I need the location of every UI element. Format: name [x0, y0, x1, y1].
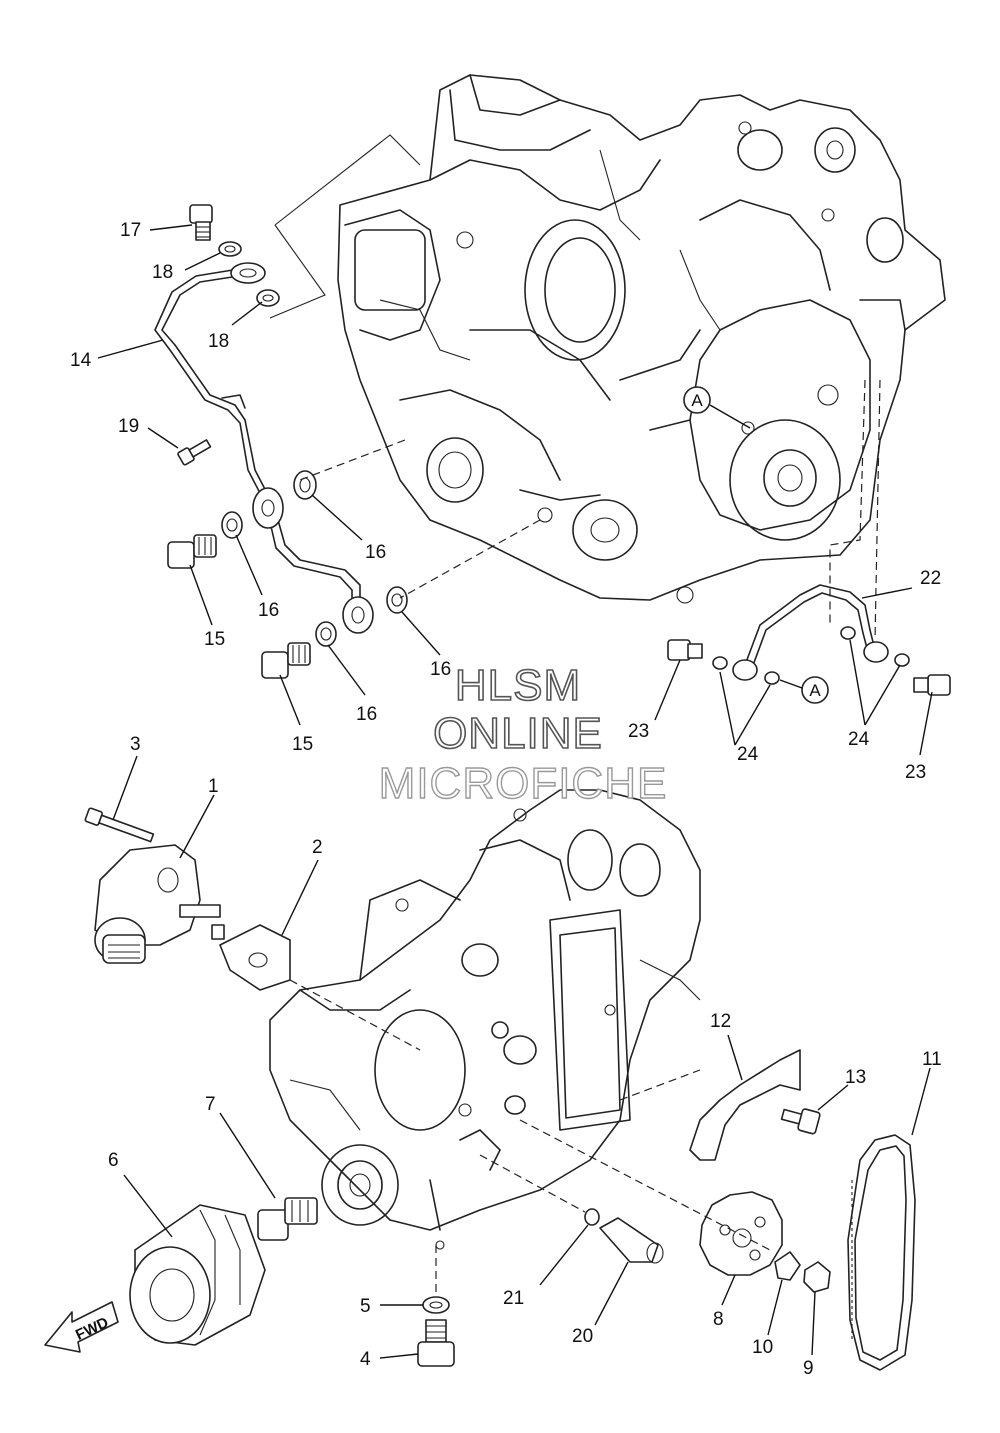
oil-pump-1	[94, 844, 225, 964]
washer-16c	[386, 586, 408, 614]
watermark-line-2: ONLINE	[433, 709, 603, 758]
union-bolt-17	[189, 204, 213, 241]
ref-marker-a-lower: A	[801, 676, 829, 704]
oil-filter-union-7	[257, 1197, 318, 1241]
callout-15b: 15	[292, 734, 313, 755]
callout-21: 21	[503, 1288, 524, 1309]
gasket-5	[422, 1296, 450, 1314]
callout-16d: 16	[356, 704, 377, 725]
callout-13: 13	[845, 1067, 866, 1088]
callout-17: 17	[120, 220, 141, 241]
callout-18b: 18	[208, 331, 229, 352]
drive-chain-11	[847, 1134, 916, 1371]
oil-pipe-22	[732, 584, 889, 681]
gasket-18a	[218, 241, 242, 257]
bolt-3	[84, 807, 155, 843]
union-bolt-23a	[667, 639, 703, 661]
gasket-24b	[764, 671, 780, 685]
callout-12: 12	[710, 1011, 731, 1032]
washer-16a	[293, 470, 317, 500]
fwd-arrow: FWD	[44, 1301, 119, 1353]
union-bolt-23b	[913, 674, 951, 696]
gasket-24c	[840, 626, 856, 640]
union-bolt-15b	[261, 642, 311, 679]
o-ring-21	[584, 1208, 600, 1226]
watermark-line-1: HLSM	[455, 661, 581, 710]
union-bolt-15a	[167, 534, 217, 569]
bolt-19	[177, 439, 212, 466]
ref-marker-a-upper: A	[683, 386, 711, 414]
drain-plug-4	[417, 1319, 455, 1367]
washer-16d	[315, 621, 337, 647]
callout-24b: 24	[848, 729, 870, 750]
nut-9	[803, 1261, 831, 1293]
gasket-24a	[712, 656, 728, 670]
callout-19: 19	[118, 416, 139, 437]
callout-1: 1	[208, 776, 219, 797]
lower-crankcase-assembly	[269, 789, 701, 1250]
bolt-13	[780, 1108, 821, 1135]
callout-15a: 15	[204, 629, 225, 650]
callout-9: 9	[803, 1358, 814, 1379]
watermark: HLSM ONLINE MICROFICHE	[378, 660, 668, 809]
gasket-18b	[256, 289, 280, 307]
callout-16b: 16	[258, 600, 279, 621]
gasket-2	[219, 924, 291, 991]
callout-22: 22	[920, 568, 941, 589]
callout-4: 4	[360, 1349, 371, 1370]
watermark-line-3: MICROFICHE	[379, 759, 668, 808]
callout-6: 6	[108, 1150, 119, 1171]
strainer-20	[599, 1217, 664, 1264]
callout-23b: 23	[905, 762, 926, 783]
oil-delivery-pipe	[154, 262, 374, 634]
callout-7: 7	[205, 1094, 216, 1115]
callout-labels: 17 18 18 14 19 16 16 15 16 16 15 22 23 2…	[70, 220, 942, 1379]
callout-20: 20	[572, 1326, 593, 1347]
callout-16a: 16	[365, 542, 386, 563]
ref-marker-text: A	[809, 681, 821, 700]
lock-washer-10	[774, 1251, 801, 1281]
callout-2: 2	[312, 837, 323, 858]
oil-pump-sprocket-8	[699, 1191, 783, 1276]
callout-5: 5	[360, 1296, 371, 1317]
callout-8: 8	[713, 1309, 724, 1330]
gasket-24d	[894, 653, 910, 667]
callout-14: 14	[70, 350, 92, 371]
oil-filter-6	[129, 1204, 266, 1346]
ref-marker-text: A	[691, 391, 703, 410]
leader-lines	[97, 224, 933, 1359]
upper-engine-assembly	[337, 74, 946, 604]
callout-18a: 18	[152, 262, 173, 283]
callout-10: 10	[752, 1337, 773, 1358]
callout-16c: 16	[430, 659, 451, 680]
callout-3: 3	[130, 734, 141, 755]
callout-24a: 24	[737, 744, 759, 765]
washer-16b	[221, 511, 243, 539]
chain-guide-12	[689, 1049, 801, 1161]
callout-11: 11	[922, 1049, 942, 1070]
callout-23a: 23	[628, 721, 649, 742]
